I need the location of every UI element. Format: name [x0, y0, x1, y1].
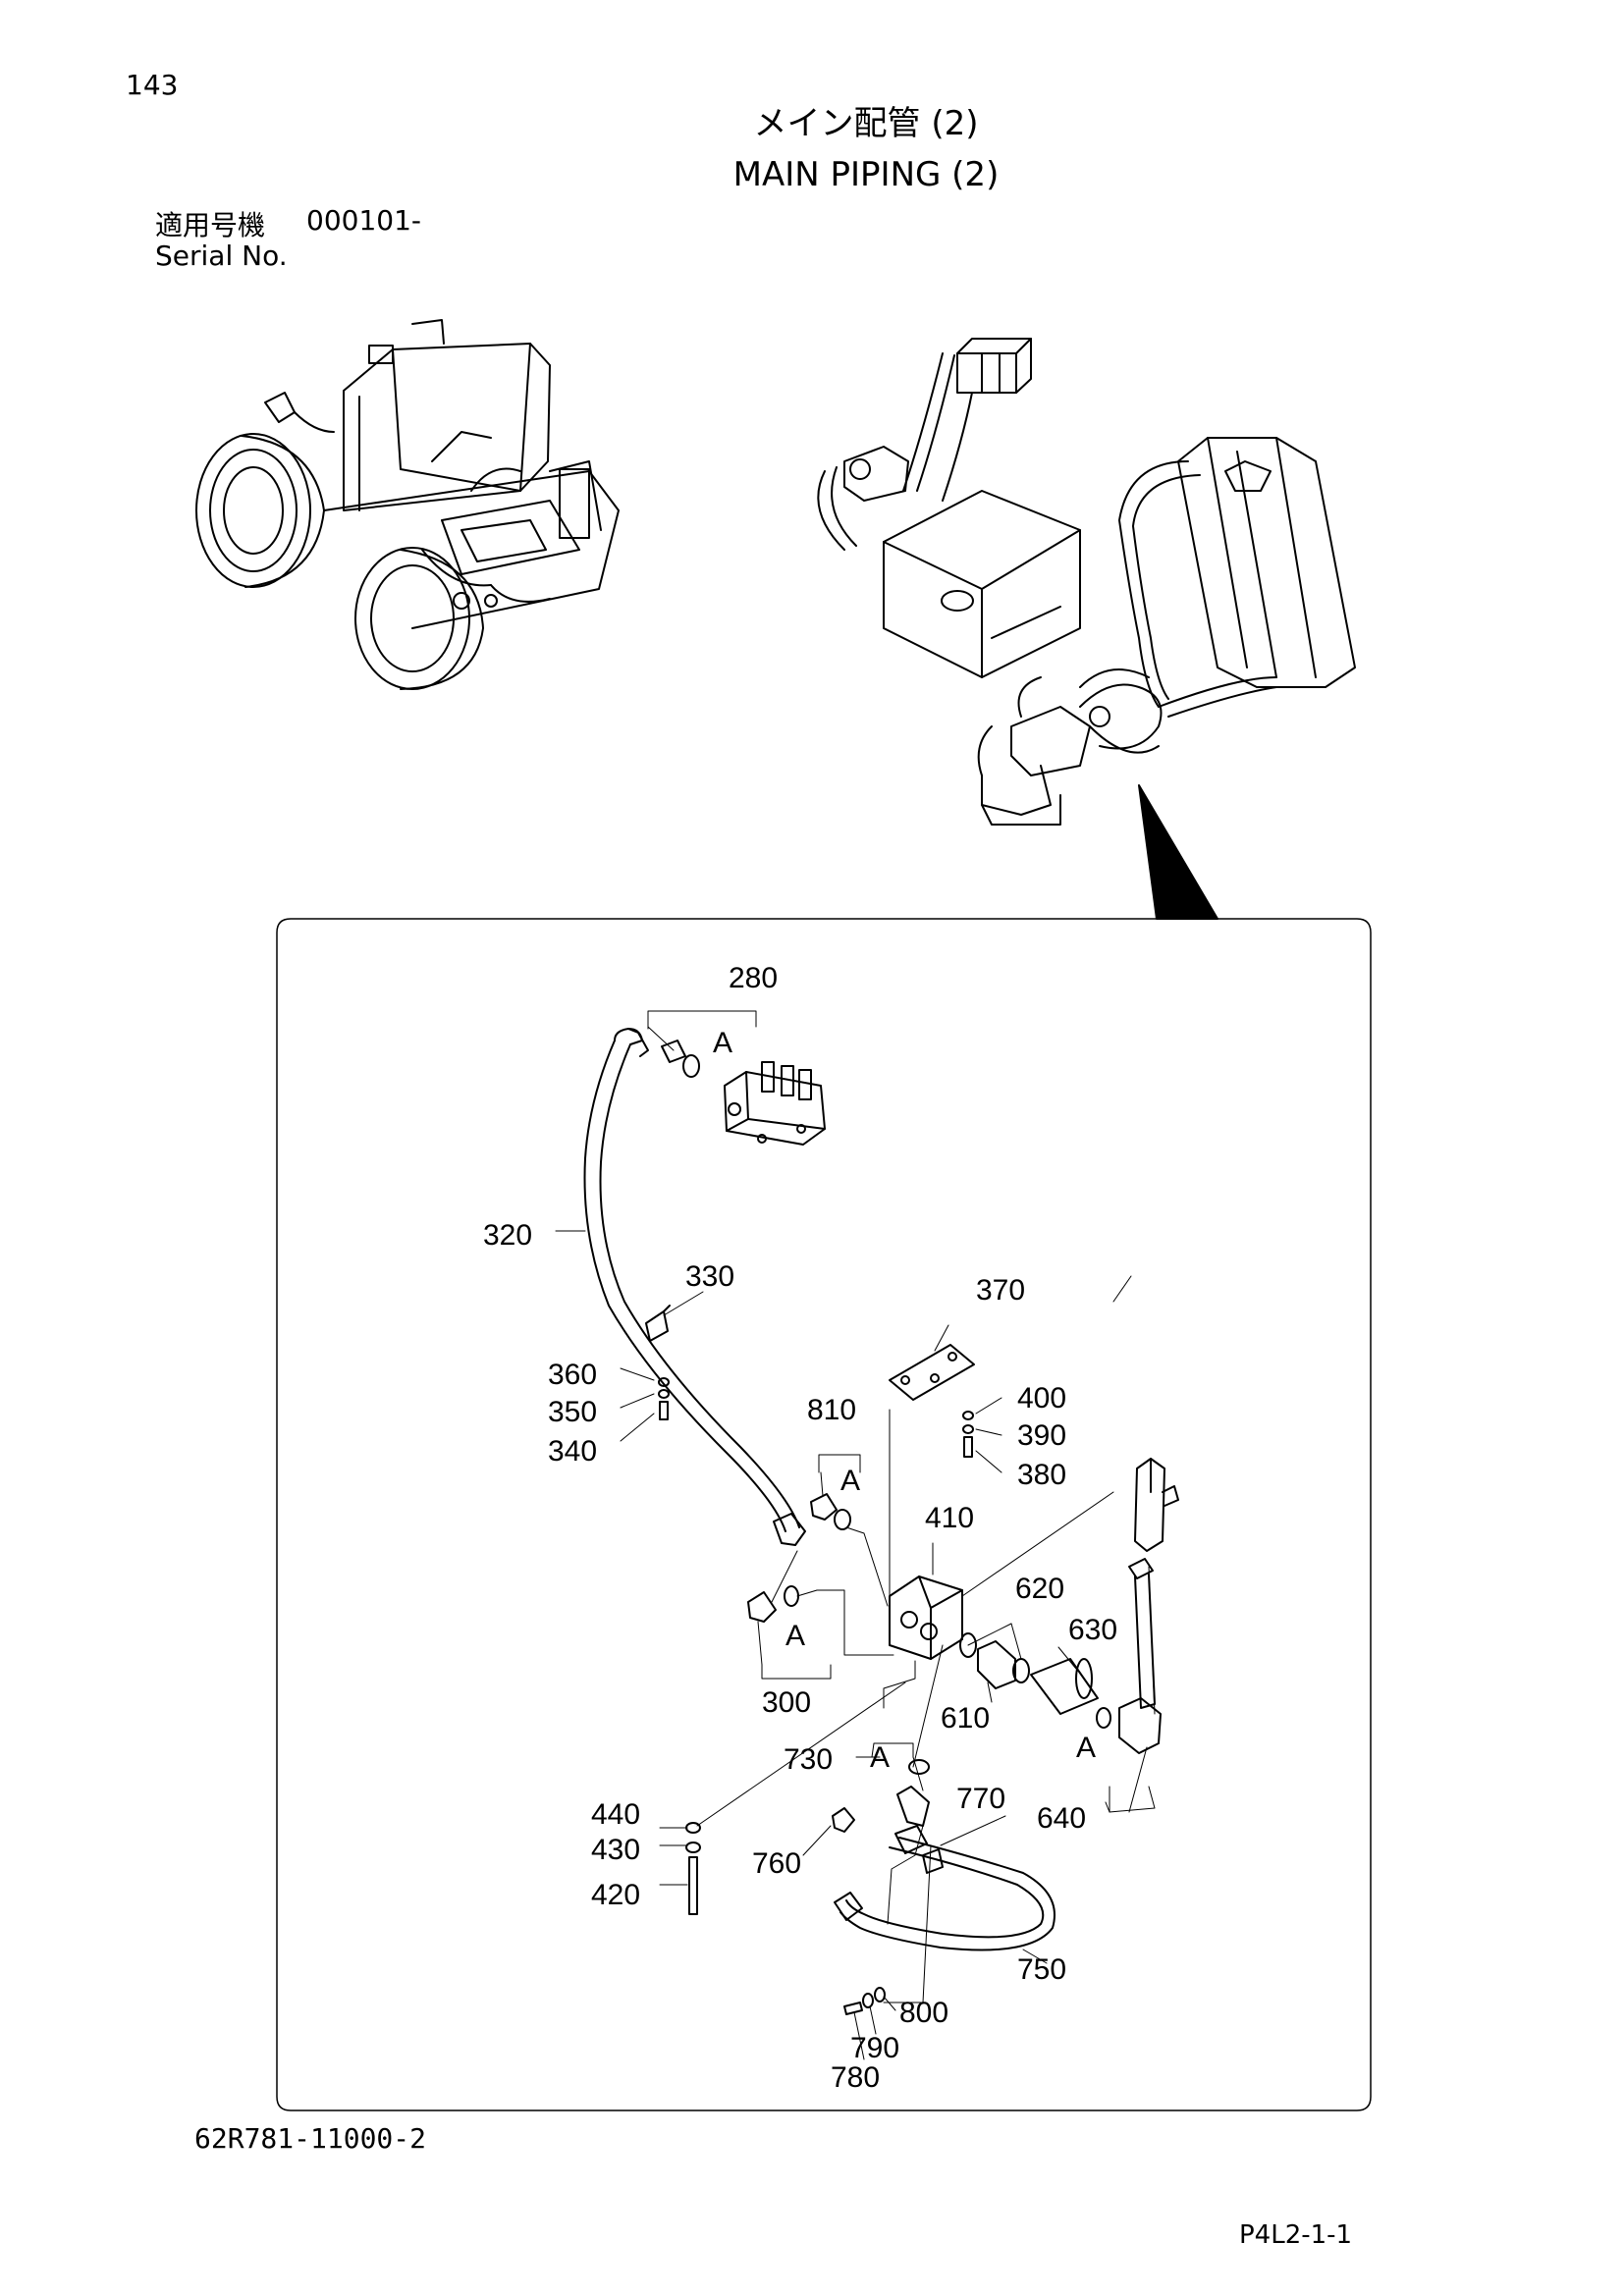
part-callouts: 280 320 330 360 350 340 370 400 390 380 … [483, 962, 1117, 2094]
callout-790: 790 [850, 2032, 899, 2064]
callout-780: 780 [831, 2061, 880, 2094]
callout-330: 330 [685, 1260, 734, 1293]
document-code: 62R781-11000-2 [194, 2122, 427, 2155]
title-english: MAIN PIPING (2) [732, 155, 1000, 194]
callout-770: 770 [956, 1783, 1005, 1815]
joint-markers: A A A A A [713, 1027, 1096, 1774]
callout-640: 640 [1037, 1802, 1086, 1835]
piping-overview-drawing [817, 338, 1356, 826]
callout-300: 300 [762, 1686, 811, 1719]
machine-overview-drawing [195, 319, 620, 690]
callout-340: 340 [548, 1435, 597, 1468]
title-japanese: メイン配管 (2) [753, 104, 979, 143]
joint-marker-a: A [713, 1027, 732, 1059]
detail-drawing [583, 1028, 1179, 2015]
callout-810: 810 [807, 1394, 856, 1426]
page-number: 143 [126, 69, 179, 101]
joint-marker-a: A [785, 1620, 805, 1652]
callout-800: 800 [899, 1997, 948, 2029]
detail-frame [276, 918, 1372, 2111]
callout-610: 610 [941, 1702, 990, 1735]
callout-350: 350 [548, 1396, 597, 1428]
joint-marker-a: A [870, 1741, 890, 1774]
callout-730: 730 [784, 1743, 833, 1776]
callout-410: 410 [925, 1502, 974, 1534]
callout-430: 430 [591, 1834, 640, 1866]
callout-390: 390 [1017, 1419, 1066, 1452]
page-reference: P4L2-1-1 [1239, 2220, 1353, 2250]
leader-lines [555, 1010, 1156, 2060]
serial-label-japanese: 適用号機 [155, 209, 266, 241]
callout-750: 750 [1017, 1953, 1066, 1986]
callout-440: 440 [591, 1798, 640, 1831]
joint-marker-a: A [840, 1465, 860, 1497]
callout-360: 360 [548, 1359, 597, 1391]
callout-760: 760 [752, 1847, 801, 1880]
callout-630: 630 [1068, 1614, 1117, 1646]
callout-420: 420 [591, 1879, 640, 1911]
callout-380: 380 [1017, 1459, 1066, 1491]
connection-lines [696, 1409, 1156, 2003]
detail-pointer-arrow [1138, 784, 1218, 920]
serial-label-english: Serial No. [155, 240, 288, 272]
callout-320: 320 [483, 1219, 532, 1252]
callout-620: 620 [1015, 1573, 1064, 1605]
callout-280: 280 [729, 962, 778, 994]
serial-value: 000101- [306, 204, 421, 237]
callout-400: 400 [1017, 1382, 1066, 1415]
callout-370: 370 [976, 1274, 1025, 1307]
joint-marker-a: A [1076, 1732, 1096, 1764]
